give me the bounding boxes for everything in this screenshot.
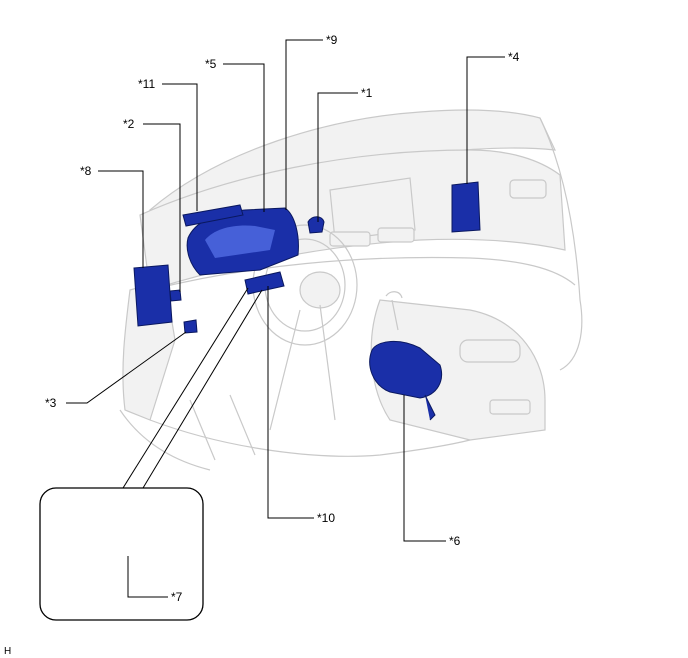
inset-box — [39, 487, 204, 621]
callout-label-10: *10 — [317, 511, 335, 525]
callout-label-9: *9 — [326, 33, 338, 47]
leader-5 — [223, 63, 265, 212]
sensor-part-2 — [169, 289, 182, 302]
combination-meter-highlight — [205, 225, 275, 258]
right-pillar — [539, 117, 583, 371]
dash-lower-edge — [149, 256, 576, 291]
inset-line-left — [122, 287, 249, 489]
shift-lever — [385, 291, 403, 331]
leader-3 — [66, 331, 187, 404]
cup-holder — [459, 339, 521, 363]
leader-4 — [466, 56, 505, 184]
callout-label-3: *3 — [45, 396, 57, 410]
inset-line-right — [142, 289, 263, 489]
leader-9 — [285, 39, 323, 210]
callout-label-7: *7 — [171, 590, 183, 604]
leader-11 — [162, 83, 198, 211]
steering-sensor-part-10 — [244, 271, 285, 295]
switch-part-1 — [307, 216, 325, 234]
callout-label-6: *6 — [449, 534, 461, 548]
leader-1 — [317, 92, 358, 222]
leader-10 — [267, 286, 314, 519]
vehicle-interior — [119, 109, 583, 471]
vent-center-left — [329, 231, 371, 247]
corner-letter: H — [4, 646, 11, 657]
leader-7 — [127, 556, 168, 598]
steering-hub — [299, 271, 341, 309]
callout-label-4: *4 — [508, 50, 520, 64]
callout-label-8: *8 — [80, 164, 92, 178]
meter-top-unit — [182, 204, 244, 227]
shift-harness — [424, 394, 436, 421]
sill — [119, 409, 211, 471]
callout-label-2: *2 — [123, 117, 135, 131]
callout-label-5: *5 — [205, 57, 217, 71]
leader-6 — [403, 395, 446, 542]
steering-column — [269, 304, 336, 431]
leader-lines — [66, 39, 505, 598]
pedals — [189, 394, 256, 461]
rear-vent — [489, 399, 531, 415]
floor-edge — [149, 419, 471, 457]
ecu-part-4 — [451, 181, 481, 233]
vent-center-right — [377, 227, 415, 243]
callout-labels: *1 *2 *3 *4 *5 *6 *7 *8 *9 *10 *11 — [45, 33, 520, 604]
center-display — [329, 177, 416, 241]
sensor-part-3 — [183, 319, 198, 334]
callout-label-11: *11 — [138, 77, 155, 91]
callout-label-1: *1 — [361, 86, 373, 100]
shift-assembly-part-6 — [369, 341, 443, 399]
vent-right — [509, 179, 547, 199]
inset-callout — [39, 287, 263, 621]
leader-8 — [98, 170, 144, 268]
leader-2 — [143, 123, 181, 292]
ecu-part-8 — [133, 264, 173, 327]
